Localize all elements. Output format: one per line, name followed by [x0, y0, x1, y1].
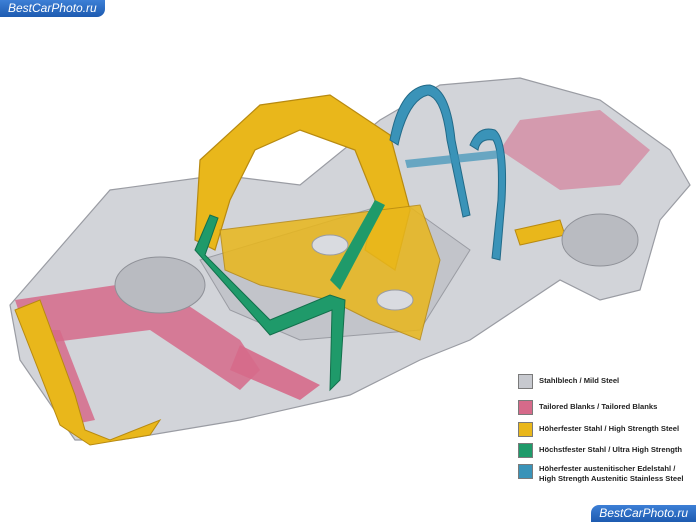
a-pillar-upper-ultra-high-strength [330, 200, 385, 290]
roll-bar-left-stainless [389, 84, 471, 218]
legend-item-tailored-blanks: Tailored Blanks / Tailored Blanks [518, 400, 696, 415]
legend-swatch [518, 422, 533, 437]
legend-item-ultra-high-strength: Höchstfester Stahl / Ultra High Strength [518, 443, 696, 458]
legend-item-high-strength: Höherfester Stahl / High Strength Steel [518, 422, 696, 437]
legend-label: Höherfester austenitischer Edelstahl / H… [539, 464, 684, 483]
legend-label: Stahlblech / Mild Steel [539, 376, 620, 385]
legend-swatch [518, 464, 533, 479]
roll-bar-cross-stainless [405, 150, 502, 168]
legend-item-austenitic-stainless: Höherfester austenitischer Edelstahl / H… [518, 464, 696, 484]
front-wheel-housing [114, 256, 206, 314]
legend-label: Höherfester Stahl / High Strength Steel [539, 424, 680, 433]
watermark-top: BestCarPhoto.ru [0, 0, 105, 17]
roll-bar-right-stainless [469, 128, 507, 261]
legend-swatch [518, 443, 533, 458]
a-pillar-ultra-high-strength [194, 214, 346, 392]
legend-item-mild-steel: Stahlblech / Mild Steel [518, 374, 696, 389]
legend-label: Höchstfester Stahl / Ultra High Strength [539, 445, 683, 454]
floor-circle-left [311, 234, 349, 256]
rear-wheel-housing [561, 213, 639, 267]
legend-swatch [518, 374, 533, 389]
legend-swatch [518, 400, 533, 415]
rear-tailored-blank [500, 110, 650, 190]
floor-circle-right [376, 289, 414, 311]
front-structure-high-strength [14, 299, 162, 446]
legend-label: Tailored Blanks / Tailored Blanks [539, 402, 658, 411]
front-rail-tailored-blank [15, 280, 260, 390]
watermark-bottom: BestCarPhoto.ru [591, 505, 696, 522]
side-sill-tailored-blank [230, 345, 320, 400]
